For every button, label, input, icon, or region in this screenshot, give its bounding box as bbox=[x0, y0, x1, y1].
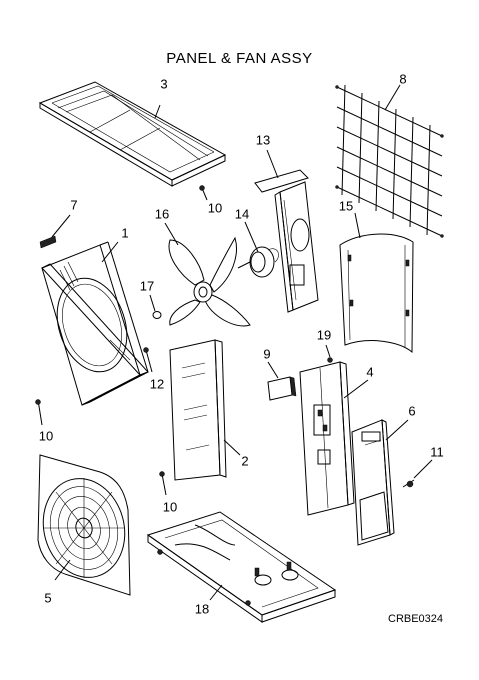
callout-11: 11 bbox=[430, 444, 444, 460]
part-15-side-panel bbox=[339, 212, 414, 354]
callout-17: 17 bbox=[139, 278, 155, 294]
part-12-screw bbox=[143, 347, 153, 373]
callout-1: 1 bbox=[121, 225, 129, 241]
part-14-fan-motor bbox=[237, 221, 279, 278]
callout-7: 7 bbox=[70, 197, 78, 213]
callout-10-left: 10 bbox=[38, 428, 54, 444]
part-19-screw bbox=[325, 344, 333, 363]
part-2-partition-panel bbox=[169, 339, 241, 481]
callout-10-bottom: 10 bbox=[162, 499, 178, 515]
callout-18: 18 bbox=[194, 601, 210, 617]
part-18-base-pan bbox=[146, 511, 337, 623]
callout-5: 5 bbox=[44, 590, 52, 606]
part-11-screw bbox=[402, 459, 433, 488]
part-10-screw-top bbox=[199, 185, 208, 201]
callout-14: 14 bbox=[234, 206, 250, 222]
part-9-control-box bbox=[267, 361, 297, 401]
drawing-code: CRBE0324 bbox=[388, 613, 444, 625]
part-16-propeller-fan bbox=[164, 222, 251, 327]
callout-9: 9 bbox=[263, 346, 271, 362]
part-10-screw-left bbox=[35, 399, 43, 426]
part-4-service-panel bbox=[299, 361, 369, 516]
callout-2: 2 bbox=[241, 453, 249, 469]
callout-19: 19 bbox=[316, 327, 332, 343]
callout-10-top: 10 bbox=[207, 200, 223, 216]
callout-6: 6 bbox=[408, 403, 416, 419]
callout-8: 8 bbox=[399, 71, 407, 87]
part-1-front-panel bbox=[41, 241, 149, 406]
part-10-screw-bottom bbox=[159, 471, 167, 496]
callout-13: 13 bbox=[255, 132, 271, 148]
part-6-side-cover bbox=[351, 419, 409, 546]
part-7-bracket bbox=[39, 214, 71, 249]
part-5-fan-grille bbox=[37, 454, 131, 596]
part-17-fan-nut bbox=[149, 294, 162, 319]
diagram-title: PANEL & FAN ASSY bbox=[166, 50, 313, 67]
part-13-motor-bracket bbox=[254, 149, 319, 313]
callout-3: 3 bbox=[160, 76, 168, 92]
callout-4: 4 bbox=[366, 364, 374, 380]
callout-12: 12 bbox=[149, 376, 165, 392]
callout-15: 15 bbox=[338, 198, 354, 214]
part-8-wire-guard bbox=[335, 84, 444, 238]
part-3-top-panel bbox=[38, 81, 227, 187]
callout-16: 16 bbox=[154, 206, 170, 222]
